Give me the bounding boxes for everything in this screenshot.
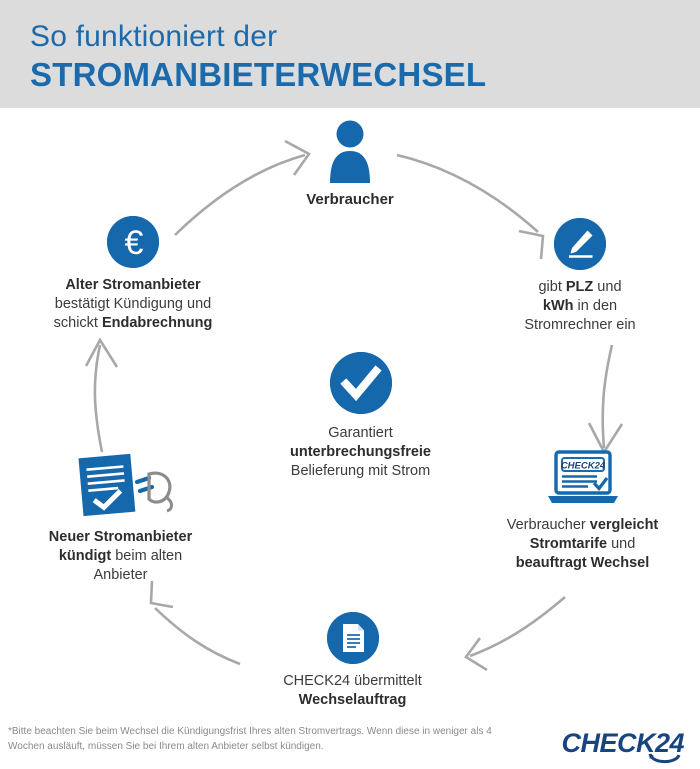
arrow-consumer-to-pencil-head: [518, 229, 545, 260]
arrow-new-to-old: [93, 344, 104, 453]
page-title: STROMANBIETERWECHSEL: [30, 56, 487, 93]
page-header: So funktioniert der STROMANBIETERWECHSEL: [0, 0, 700, 108]
arrow-old-to-consumer-head: [284, 139, 311, 176]
svg-text:€: €: [125, 224, 144, 262]
arrow-pencil-to-laptop-head: [587, 422, 624, 455]
person-icon: [319, 120, 381, 186]
contract-plug-icon: [63, 452, 178, 520]
laptop-check24-icon: CHECK24: [544, 450, 622, 508]
check24-logo-text: CHECK24: [561, 728, 684, 758]
arrow-consumer-to-pencil: [396, 153, 539, 233]
document-icon: [326, 612, 379, 664]
page-footer: *Bitte beachten Sie beim Wechsel die Kün…: [0, 716, 700, 769]
arrow-laptop-to-document-head: [464, 637, 488, 672]
arrow-new-to-old-head: [84, 337, 119, 368]
check24-logo: CHECK24: [561, 728, 684, 764]
arrow-document-to-new: [154, 607, 241, 666]
header-subtitle: So funktioniert der: [30, 20, 278, 53]
laptop-screen-label: CHECK24: [560, 461, 605, 472]
pencil-icon: [554, 218, 606, 270]
arrow-old-to-consumer: [174, 153, 306, 236]
arrow-pencil-to-laptop: [601, 344, 614, 449]
arrow-laptop-to-document: [469, 596, 566, 658]
arrow-document-to-new-head: [149, 580, 174, 609]
node-consumer-caption: Verbraucher: [306, 191, 394, 208]
checkmark-icon: [329, 352, 392, 414]
footnote-text: *Bitte beachten Sie beim Wechsel die Kün…: [8, 726, 492, 752]
euro-icon: €: [107, 216, 159, 268]
node-consumer: Verbraucher: [260, 120, 440, 209]
logo-swoosh-icon: [648, 753, 681, 764]
